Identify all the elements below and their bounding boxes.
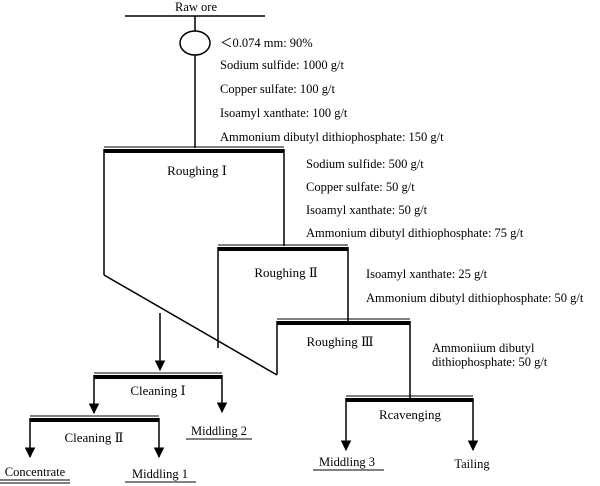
grinding-label: ＜0.074 mm: 90%	[220, 36, 313, 50]
roughing-1-label: Roughing Ⅰ	[167, 163, 227, 178]
tailing-label: Tailing	[454, 457, 490, 471]
concentrate-label: Concentrate	[5, 465, 66, 479]
reagent-1-4: Ammonium dibutyl dithiophosphate: 150 g/…	[220, 130, 444, 144]
reagent-2-4: Ammonium dibutyl dithiophosphate: 75 g/t	[306, 226, 524, 240]
reagent-2-3: Isoamyl xanthate: 50 g/t	[306, 203, 428, 217]
cleaning-2-label: Cleaning Ⅱ	[64, 430, 123, 445]
middling-3-label: Middling 3	[319, 455, 375, 469]
reagent-3-2: Ammonium dibutyl dithiophosphate: 50 g/t	[366, 291, 584, 305]
reagent-1-3: Isoamyl xanthate: 100 g/t	[220, 106, 348, 120]
reagent-1-1: Sodium sulfide: 1000 g/t	[220, 58, 344, 72]
reagent-3-1: Isoamyl xanthate: 25 g/t	[366, 267, 488, 281]
concentrate-collector-line	[103, 274, 278, 376]
reagent-4-1: Ammoniium dibutyl	[432, 341, 535, 355]
scavenging-label: Rcavenging	[379, 407, 442, 422]
roughing-2-label: Roughing Ⅱ	[254, 265, 318, 280]
feed-label: Raw ore	[175, 0, 217, 14]
grinding-circle	[179, 30, 211, 56]
reagent-4-2: dithiophosphate: 50 g/t	[432, 355, 548, 369]
reagent-2-2: Copper sulfate: 50 g/t	[306, 180, 415, 194]
roughing-3-label: Roughing Ⅲ	[306, 334, 373, 349]
reagent-2-1: Sodium sulfide: 500 g/t	[306, 157, 424, 171]
reagent-1-2: Copper sulfate: 100 g/t	[220, 82, 335, 96]
middling-2-label: Middling 2	[191, 424, 247, 438]
middling-1-label: Middling 1	[132, 467, 188, 481]
cleaning-1-label: Cleaning Ⅰ	[130, 383, 185, 398]
